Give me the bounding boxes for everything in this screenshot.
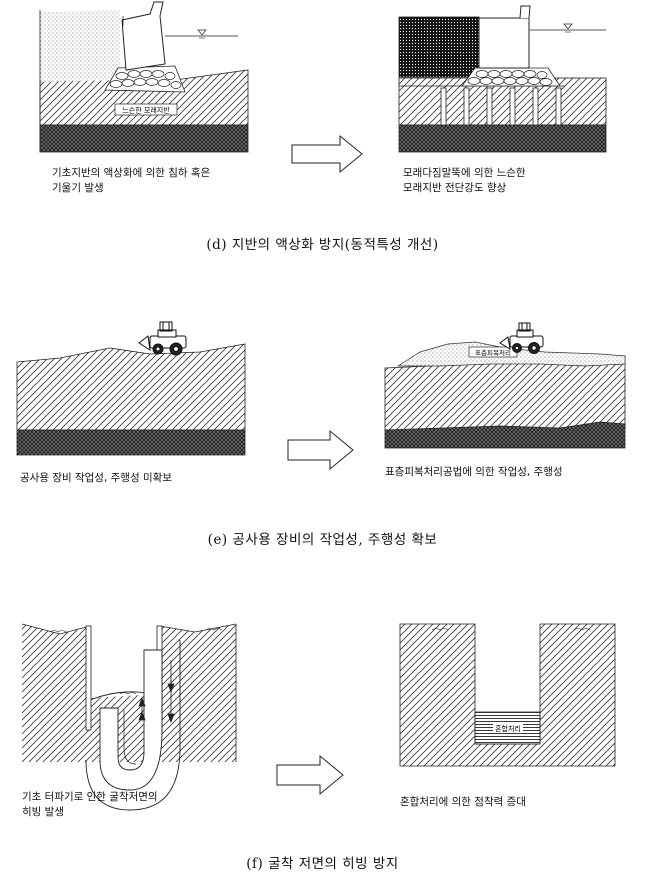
note-d-after: 모래다짐말뚝에 의한 느슨한 모래지반 전단강도 향상	[403, 167, 526, 194]
caption-f: (f) 굴착 저면의 히빙 방지	[246, 856, 399, 872]
caption-d: (d) 지반의 액상화 방지(동적특성 개선)	[206, 237, 439, 253]
arrow-e	[287, 429, 354, 471]
note-f-after: 혼합처리에 의한 점착력 증대	[400, 796, 526, 808]
note-e-before: 공사용 장비 작업성, 주행성 미확보	[20, 472, 172, 484]
note-e-after: 표층피복처리공법에 의한 작업성, 주행성	[385, 466, 563, 478]
inset-label-loose-sand: 느슨한 모래지반	[122, 106, 170, 115]
note-f-before: 기초 터파기로 인한 굴착저면의 히빙 발생	[22, 791, 158, 818]
bulldozer-icon	[138, 321, 187, 356]
caption-e: (e) 공사용 장비의 작업성, 주행성 확보	[207, 532, 438, 548]
arrow-d	[291, 134, 363, 174]
panel-d-before	[39, 1, 249, 153]
panel-f-after	[399, 623, 616, 767]
panel-f-before	[21, 623, 237, 811]
bulldozer-icon	[499, 322, 544, 354]
note-d-before: 기초지반의 액상화에 의한 침하 혹은 기울기 발생	[52, 167, 211, 194]
panel-e-before	[16, 321, 246, 456]
inset-label-mixing-treatment: 혼합처리	[495, 724, 521, 733]
inset-label-surface-cover: 표층피복처리	[475, 348, 511, 357]
panel-d-after	[398, 5, 607, 153]
arrow-f	[276, 754, 344, 796]
panel-e-after	[384, 322, 626, 449]
